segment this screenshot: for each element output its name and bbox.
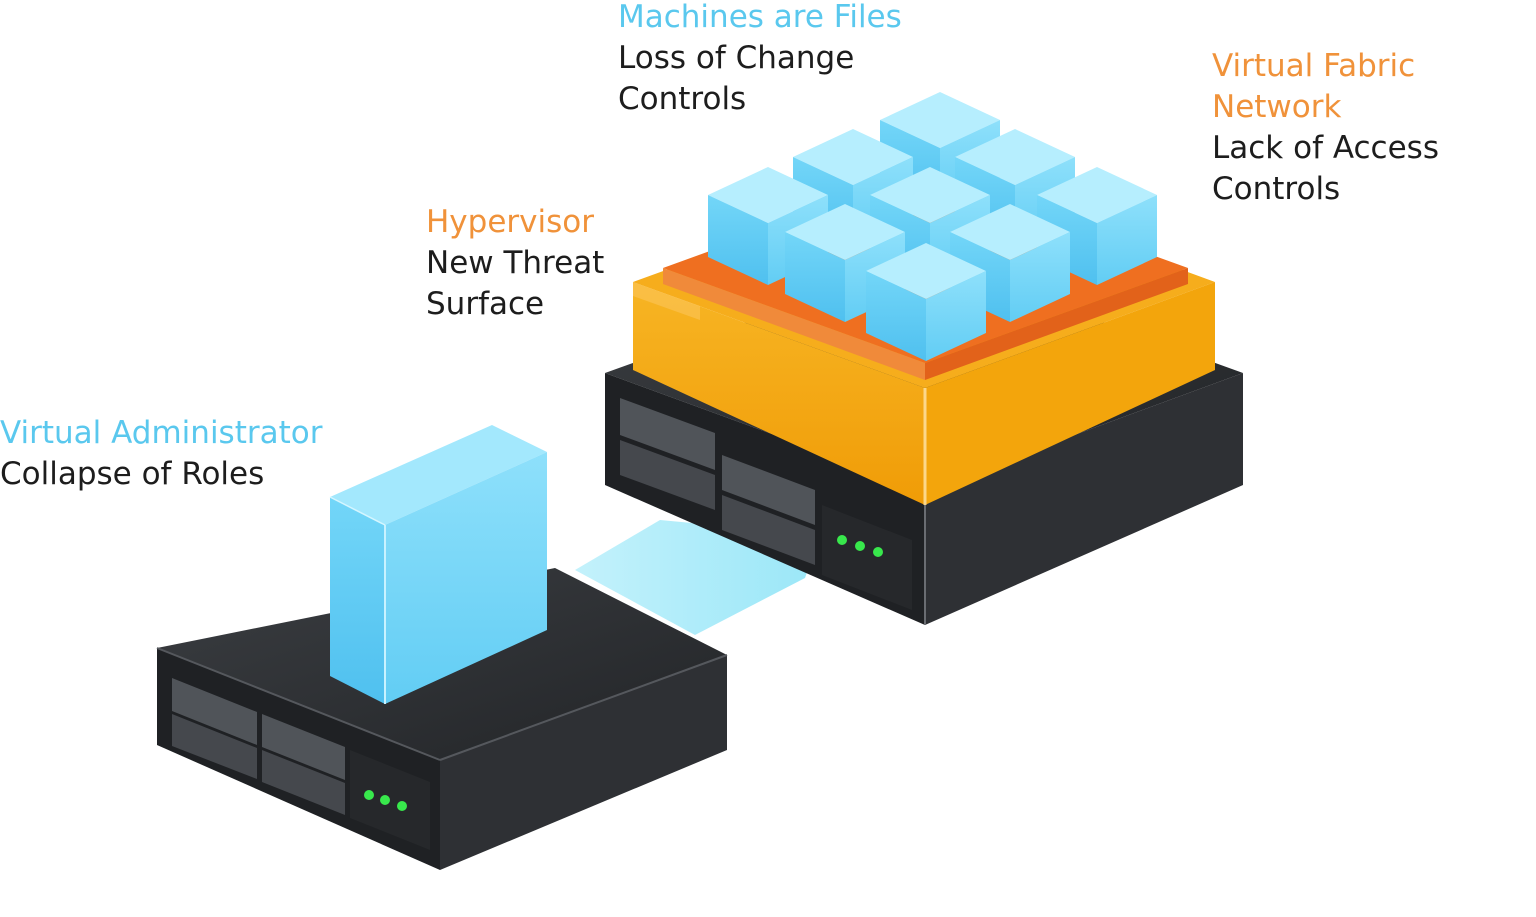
machines-heading: Machines are Files — [618, 0, 902, 35]
hypervisor-line-2: Surface — [426, 286, 545, 322]
drive-bay — [620, 440, 715, 510]
hypervisor-line-1: New Threat — [426, 245, 605, 281]
vm-cube-icon — [866, 243, 986, 361]
status-led-icon — [855, 541, 865, 551]
fabric-heading-line-2: Network — [1212, 89, 1342, 125]
server-side — [440, 655, 727, 870]
status-led-icon — [364, 790, 374, 800]
fabric-line-1: Lack of Access — [1212, 130, 1439, 166]
status-led-icon — [837, 535, 847, 545]
admin-heading: Virtual Administrator — [0, 415, 323, 451]
admin-line-1: Collapse of Roles — [0, 456, 265, 492]
control-panel — [822, 505, 912, 610]
drive-bay — [722, 455, 815, 525]
hypervisor-front — [633, 282, 925, 505]
status-led-icon — [380, 795, 390, 805]
vm-cube-icon — [329, 425, 547, 704]
vm-cube-grid — [708, 92, 1157, 361]
machines-label: Machines are Files Loss of Change Contro… — [618, 0, 902, 120]
drive-bay — [262, 750, 345, 815]
drive-bay — [172, 678, 257, 745]
machines-line-1: Loss of Change — [618, 40, 855, 76]
drive-bay — [172, 714, 257, 779]
status-led-icon — [873, 547, 883, 557]
fabric-line-2: Controls — [1212, 171, 1341, 207]
status-led-icon — [397, 801, 407, 811]
hypervisor-label: Hypervisor New Threat Surface — [426, 202, 604, 325]
admin-label: Virtual Administrator Collapse of Roles — [0, 413, 322, 495]
server-side — [925, 373, 1243, 625]
hypervisor-heading: Hypervisor — [426, 204, 594, 240]
fabric-label: Virtual Fabric Network Lack of Access Co… — [1212, 46, 1439, 210]
fabric-heading-line-1: Virtual Fabric — [1212, 48, 1416, 84]
drive-bay — [722, 495, 815, 565]
hypervisor-side — [925, 282, 1215, 505]
drive-bay — [620, 398, 715, 470]
drive-bay — [262, 714, 345, 780]
machines-line-2: Controls — [618, 81, 747, 117]
vm-cube-icon — [708, 167, 828, 285]
